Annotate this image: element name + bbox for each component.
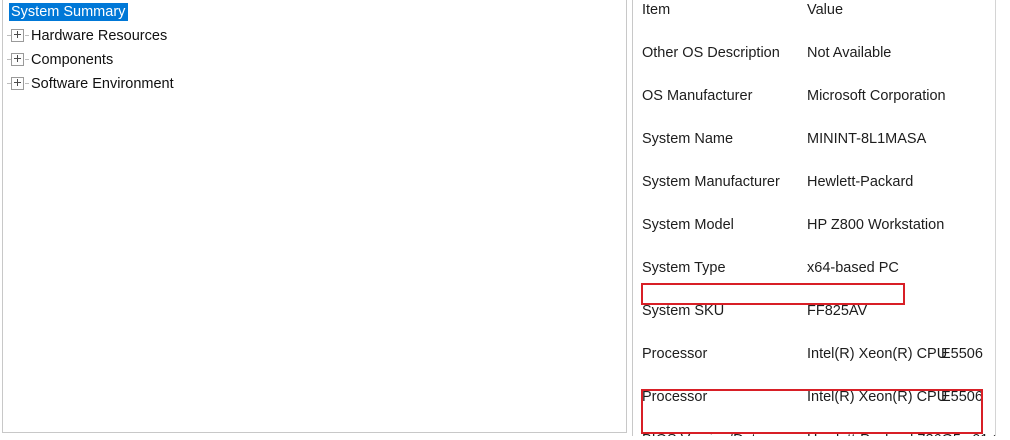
row-item-label: Other OS Description — [642, 45, 780, 61]
row-item-label: System Model — [642, 217, 734, 233]
tree-line-right — [25, 34, 29, 36]
table-row[interactable]: System Name MININT-8L1MASA — [636, 129, 995, 151]
table-row[interactable]: System Manufacturer Hewlett-Packard — [636, 172, 995, 194]
table-row[interactable]: Other OS Description Not Available — [636, 43, 995, 65]
row-item-label: Processor — [642, 346, 708, 362]
tree-item-components-label: Components — [31, 52, 114, 69]
row-item-label: System Type — [642, 260, 726, 276]
row-value-label: Hewlett-Packard — [807, 174, 914, 190]
expand-plus-icon[interactable] — [7, 76, 29, 90]
row-value-label: FF825AV — [807, 303, 868, 319]
table-row[interactable]: System Model HP Z800 Workstation — [636, 215, 995, 237]
column-header-value[interactable]: Value — [807, 2, 844, 18]
tree-item-system-summary[interactable]: System Summary — [3, 2, 626, 22]
row-value-extra: E5506 — [941, 389, 983, 405]
tree-line-right — [25, 58, 29, 60]
column-header-item[interactable]: Item — [642, 2, 671, 18]
tree-line-left — [7, 34, 11, 36]
row-value-label: x64-based PC — [807, 260, 899, 276]
system-summary-tree-panel[interactable]: System Summary Hardware Resources Compon… — [2, 0, 627, 433]
table-row[interactable]: Processor Intel(R) Xeon(R) CPU E5506 — [636, 344, 995, 366]
row-value-label: Intel(R) Xeon(R) CPU — [807, 346, 948, 362]
row-value-label: Not Available — [807, 45, 892, 61]
row-item-label: Processor — [642, 389, 708, 405]
expand-plus-icon[interactable] — [7, 52, 29, 66]
table-row[interactable]: OS Manufacturer Microsoft Corporation — [636, 86, 995, 108]
row-item-label: System Name — [642, 131, 734, 147]
row-item-label: System SKU — [642, 303, 725, 319]
row-value-label: Intel(R) Xeon(R) CPU — [807, 389, 948, 405]
tree-line-left — [7, 58, 11, 60]
row-value-extra: E5506 — [941, 346, 983, 362]
table-row[interactable]: BIOS Version/Date Hewlett-Packard 786G5 … — [636, 430, 995, 436]
table-row[interactable]: Processor Intel(R) Xeon(R) CPU E5506 — [636, 387, 995, 409]
tree-item-software-environment-label: Software Environment — [31, 76, 174, 93]
tree-item-software-environment[interactable]: Software Environment — [3, 74, 626, 94]
tree-item-hardware-resources-label: Hardware Resources — [31, 28, 168, 45]
tree-item-hardware-resources[interactable]: Hardware Resources — [3, 26, 626, 46]
row-value-label: MININT-8L1MASA — [807, 131, 927, 147]
table-row[interactable]: System SKU FF825AV — [636, 301, 995, 323]
table-row[interactable]: System Type x64-based PC — [636, 258, 995, 280]
expand-plus-icon[interactable] — [7, 28, 29, 42]
tree-line-right — [25, 82, 29, 84]
system-details-list-panel[interactable]: Item Value Other OS Description Not Avai… — [632, 0, 996, 436]
tree-item-system-summary-label: System Summary — [9, 3, 129, 21]
tree-line-left — [7, 82, 11, 84]
row-value-label: Microsoft Corporation — [807, 88, 946, 104]
row-value-label: HP Z800 Workstation — [807, 217, 945, 233]
row-item-label: System Manufacturer — [642, 174, 780, 190]
row-item-label: OS Manufacturer — [642, 88, 753, 104]
row-value-label: Hewlett-Packard 786G5 v01.17, 8/ — [807, 430, 995, 436]
system-details-list: Item Value Other OS Description Not Avai… — [636, 0, 995, 436]
tree-item-components[interactable]: Components — [3, 50, 626, 70]
list-header-row[interactable]: Item Value — [636, 0, 995, 22]
row-item-label: BIOS Version/Date — [642, 430, 764, 436]
